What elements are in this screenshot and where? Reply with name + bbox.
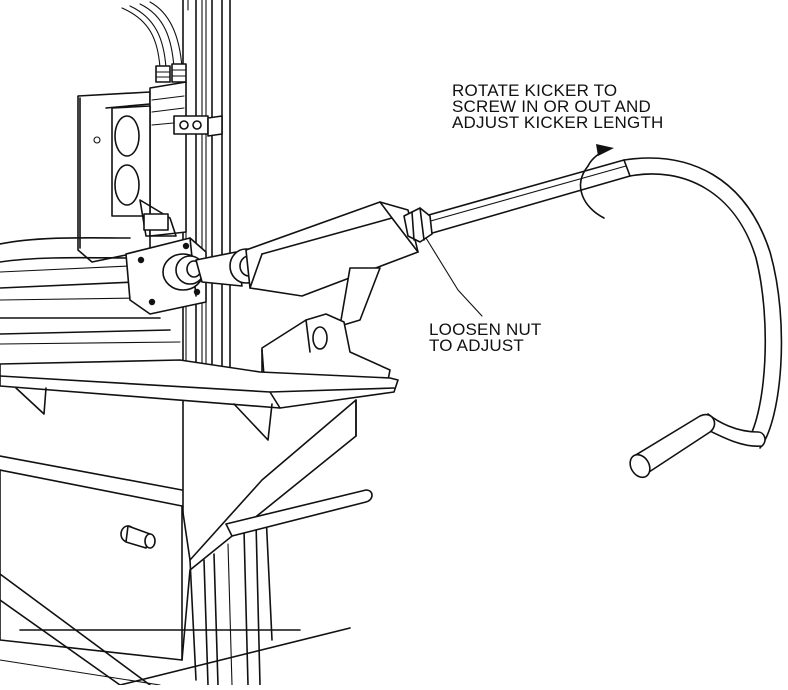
side-rod — [225, 489, 373, 537]
cylinder-column — [111, 81, 223, 237]
kicker-crank — [623, 157, 783, 479]
floor-lines — [0, 573, 351, 686]
horizontal-rails — [0, 236, 181, 345]
kicker-rod — [403, 159, 631, 243]
housing-knob — [120, 525, 156, 549]
callout-line: TO ADJUST — [429, 336, 525, 355]
base-platform — [0, 359, 399, 409]
callout-line: SCREW IN OR OUT AND — [452, 97, 652, 116]
loosen-nut-callout: LOOSEN NUT TO ADJUST — [429, 320, 542, 355]
callout-line: ROTATE KICKER TO — [452, 81, 618, 100]
vertical-rail — [182, 0, 231, 531]
nut-leader-line — [425, 237, 483, 317]
lower-housing — [0, 387, 357, 686]
rotate-arrow — [579, 144, 614, 219]
callout-line: ADJUST KICKER LENGTH — [452, 113, 664, 132]
pivot-bracket — [261, 313, 391, 381]
kicker-housing — [245, 201, 419, 327]
cylinder-end-block — [125, 237, 263, 315]
kicker-adjust-callout: ROTATE KICKER TO SCREW IN OR OUT AND ADJ… — [452, 81, 664, 132]
air-fittings — [155, 63, 187, 83]
callout-line: LOOSEN NUT — [429, 320, 542, 339]
cables — [121, 0, 189, 69]
